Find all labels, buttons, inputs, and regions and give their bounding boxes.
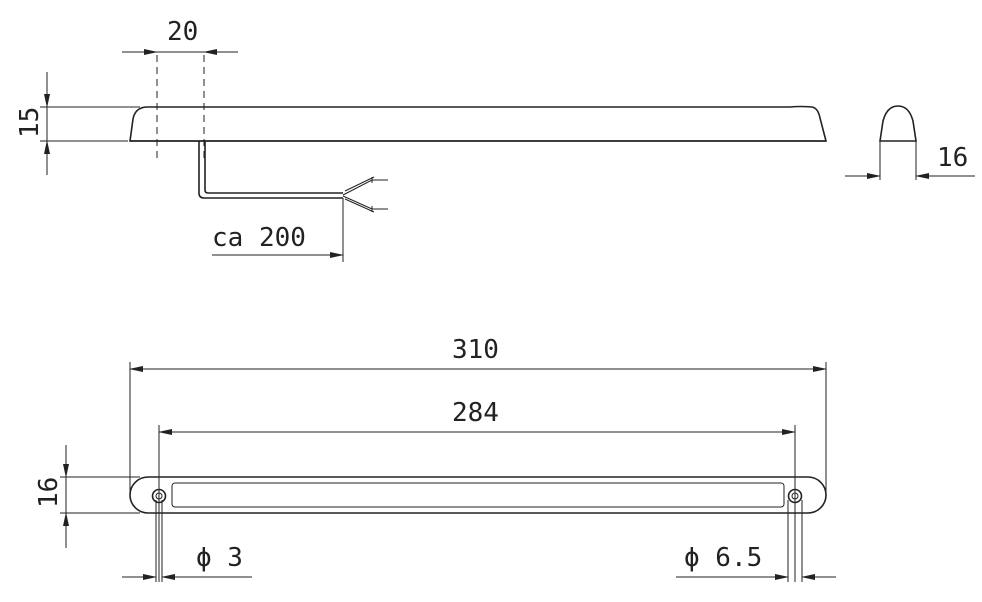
dim-16-end-label: 16	[937, 143, 968, 173]
lamp-end-profile	[879, 105, 917, 142]
dim-20-label: 20	[167, 17, 198, 47]
end-view: 16	[845, 105, 975, 180]
dim-310-label: 310	[452, 335, 499, 365]
dim-hole-large-label: ϕ 6.5	[684, 543, 762, 573]
side-view: 20 15 ca 200	[15, 17, 828, 262]
dim-15-label: 15	[15, 107, 45, 138]
dim-hole-small-label: ϕ 3	[196, 543, 243, 573]
cable	[198, 141, 343, 199]
dim-284-label: 284	[452, 398, 499, 428]
plan-view: 310 284 16 ϕ 3 ϕ 6.5	[34, 335, 836, 582]
dim-16-plan-label: 16	[34, 477, 64, 508]
lamp-side-profile	[129, 105, 828, 142]
dim-cable-label: ca 200	[212, 223, 306, 253]
lamp-plan-lens	[171, 482, 785, 508]
lamp-plan-body	[129, 476, 827, 514]
